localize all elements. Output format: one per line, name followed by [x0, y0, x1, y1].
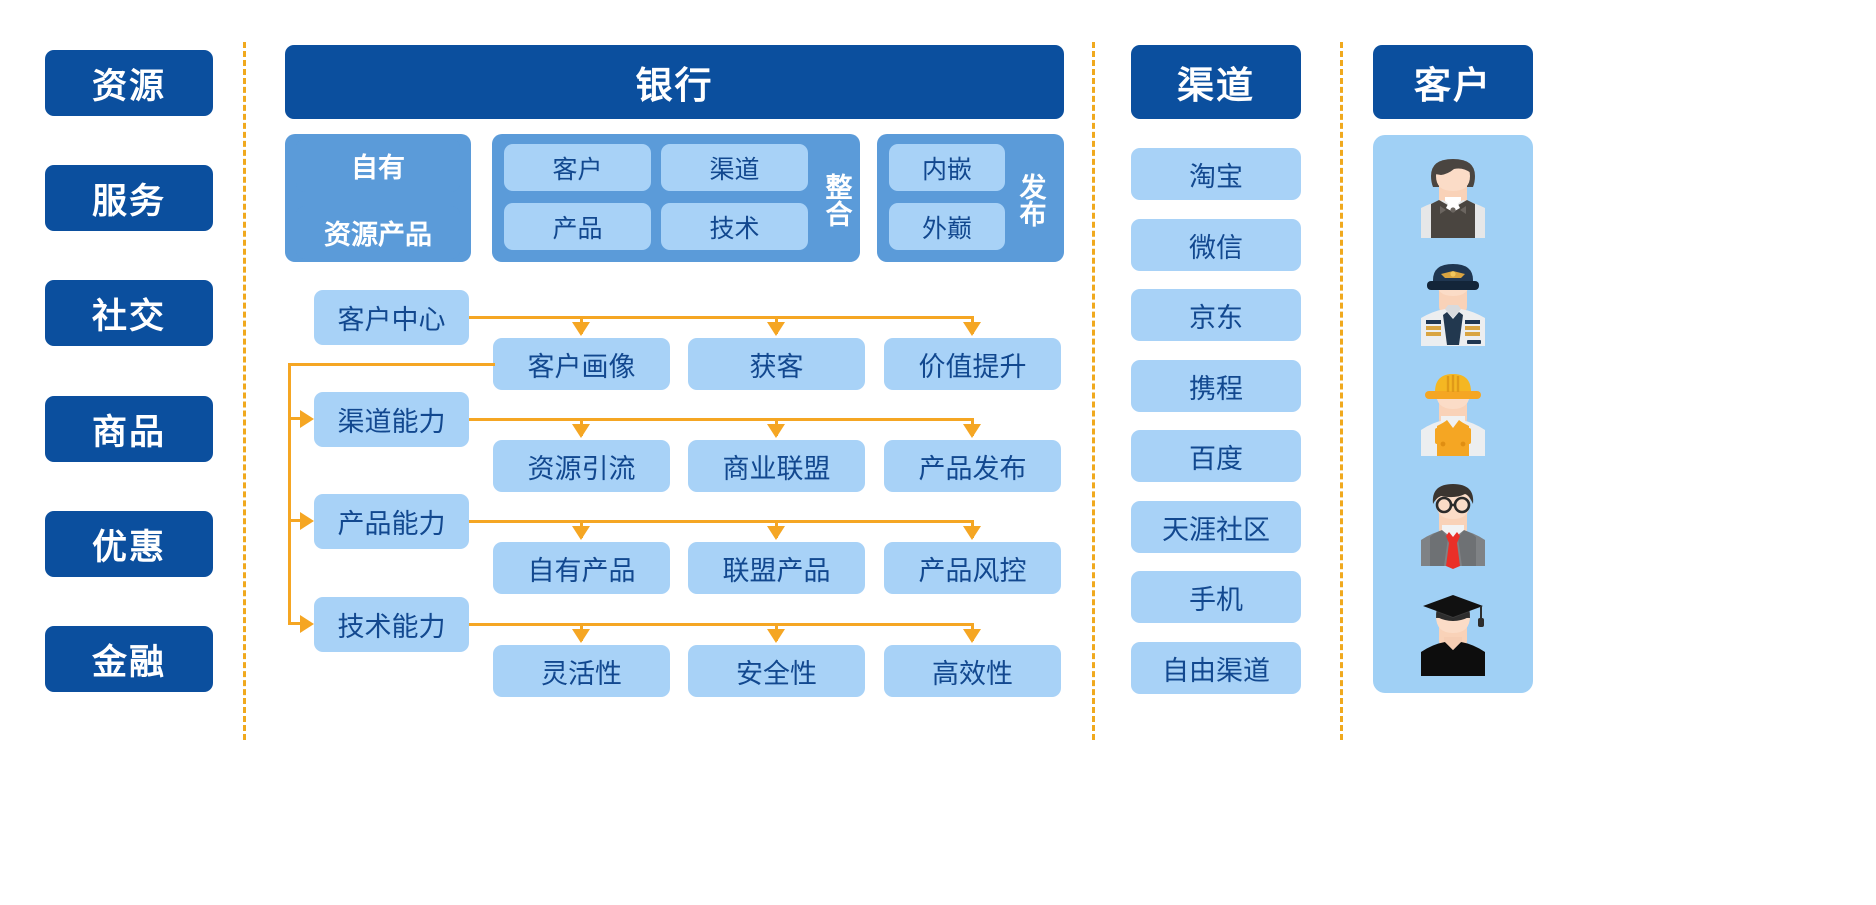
leaf-product-risk-control[interactable]: 产品风控	[884, 542, 1061, 594]
resource-category-5[interactable]: 金融	[45, 626, 213, 692]
leaf-resource-traffic[interactable]: 资源引流	[493, 440, 670, 492]
leaf-own-product[interactable]: 自有产品	[493, 542, 670, 594]
flow-arrow-row2-col0	[572, 526, 590, 540]
leaf-product-release[interactable]: 产品发布	[884, 440, 1061, 492]
spine-arrow-row1	[300, 410, 314, 428]
flow-line-row2	[469, 520, 973, 523]
spine-entry-line	[288, 363, 495, 366]
capability-technology[interactable]: 技术能力	[314, 597, 469, 652]
spine-stub-row1	[288, 417, 302, 420]
leaf-customer-profile[interactable]: 客户画像	[493, 338, 670, 390]
leaf-efficiency[interactable]: 高效性	[884, 645, 1061, 697]
integrate-cell-technology[interactable]: 技术	[661, 203, 808, 250]
spine-arrow-row2	[300, 512, 314, 530]
customer-title: 客户	[1373, 45, 1533, 119]
spine-stub-row3	[288, 622, 302, 625]
flow-line-row1	[469, 418, 973, 421]
graduate-avatar	[1393, 590, 1513, 682]
leaf-alliance-product[interactable]: 联盟产品	[688, 542, 865, 594]
leaf-security[interactable]: 安全性	[688, 645, 865, 697]
channel-item-7[interactable]: 自由渠道	[1131, 642, 1301, 694]
waiter-bowtie-avatar	[1393, 152, 1513, 244]
publish-group-label: 发布	[1015, 173, 1046, 227]
flow-line-row0	[469, 316, 973, 319]
leaf-value-growth[interactable]: 价值提升	[884, 338, 1061, 390]
flow-arrow-row2-col2	[963, 526, 981, 540]
resource-category-1[interactable]: 服务	[45, 165, 213, 231]
channel-item-2[interactable]: 京东	[1131, 289, 1301, 341]
spine-stub-row2	[288, 519, 302, 522]
integrate-cell-product[interactable]: 产品	[504, 203, 651, 250]
capability-product[interactable]: 产品能力	[314, 494, 469, 549]
divider-right	[1340, 42, 1343, 740]
capability-channel[interactable]: 渠道能力	[314, 392, 469, 447]
spine-arrow-row3	[300, 615, 314, 633]
pilot-captain-avatar	[1393, 260, 1513, 352]
resource-category-2[interactable]: 社交	[45, 280, 213, 346]
flow-arrow-row1-col2	[963, 424, 981, 438]
bank-title: 银行	[285, 45, 1064, 119]
divider-left	[243, 42, 246, 740]
publish-cell-external[interactable]: 外巅	[889, 203, 1005, 250]
integrate-group-label: 整合	[821, 173, 852, 227]
flow-arrow-row3-col0	[572, 629, 590, 643]
publish-cell-embedded[interactable]: 内嵌	[889, 144, 1005, 191]
channel-item-3[interactable]: 携程	[1131, 360, 1301, 412]
channel-item-6[interactable]: 手机	[1131, 571, 1301, 623]
leaf-business-alliance[interactable]: 商业联盟	[688, 440, 865, 492]
capability-customer-center[interactable]: 客户中心	[314, 290, 469, 345]
flow-arrow-row0-col1	[767, 322, 785, 336]
flow-arrow-row0-col2	[963, 322, 981, 336]
integrate-cell-channel[interactable]: 渠道	[661, 144, 808, 191]
channel-item-5[interactable]: 天涯社区	[1131, 501, 1301, 553]
flow-line-row3	[469, 623, 973, 626]
flow-arrow-row3-col2	[963, 629, 981, 643]
flow-arrow-row3-col1	[767, 629, 785, 643]
divider-mid	[1092, 42, 1095, 740]
integrate-cell-customer[interactable]: 客户	[504, 144, 651, 191]
flow-arrow-row0-col0	[572, 322, 590, 336]
construction-worker-avatar	[1393, 370, 1513, 462]
flow-arrow-row1-col1	[767, 424, 785, 438]
own-label-resource-product[interactable]: 资源产品	[296, 206, 460, 259]
channel-item-4[interactable]: 百度	[1131, 430, 1301, 482]
leaf-acquire-customer[interactable]: 获客	[688, 338, 865, 390]
flow-arrow-row2-col1	[767, 526, 785, 540]
channel-item-1[interactable]: 微信	[1131, 219, 1301, 271]
businessman-glasses-avatar	[1393, 480, 1513, 572]
own-label-self[interactable]: 自有	[296, 139, 460, 192]
resource-category-4[interactable]: 优惠	[45, 511, 213, 577]
resource-category-0[interactable]: 资源	[45, 50, 213, 116]
channel-item-0[interactable]: 淘宝	[1131, 148, 1301, 200]
leaf-flexibility[interactable]: 灵活性	[493, 645, 670, 697]
resource-category-3[interactable]: 商品	[45, 396, 213, 462]
spine-vertical	[288, 363, 291, 623]
flow-arrow-row1-col0	[572, 424, 590, 438]
channel-title: 渠道	[1131, 45, 1301, 119]
